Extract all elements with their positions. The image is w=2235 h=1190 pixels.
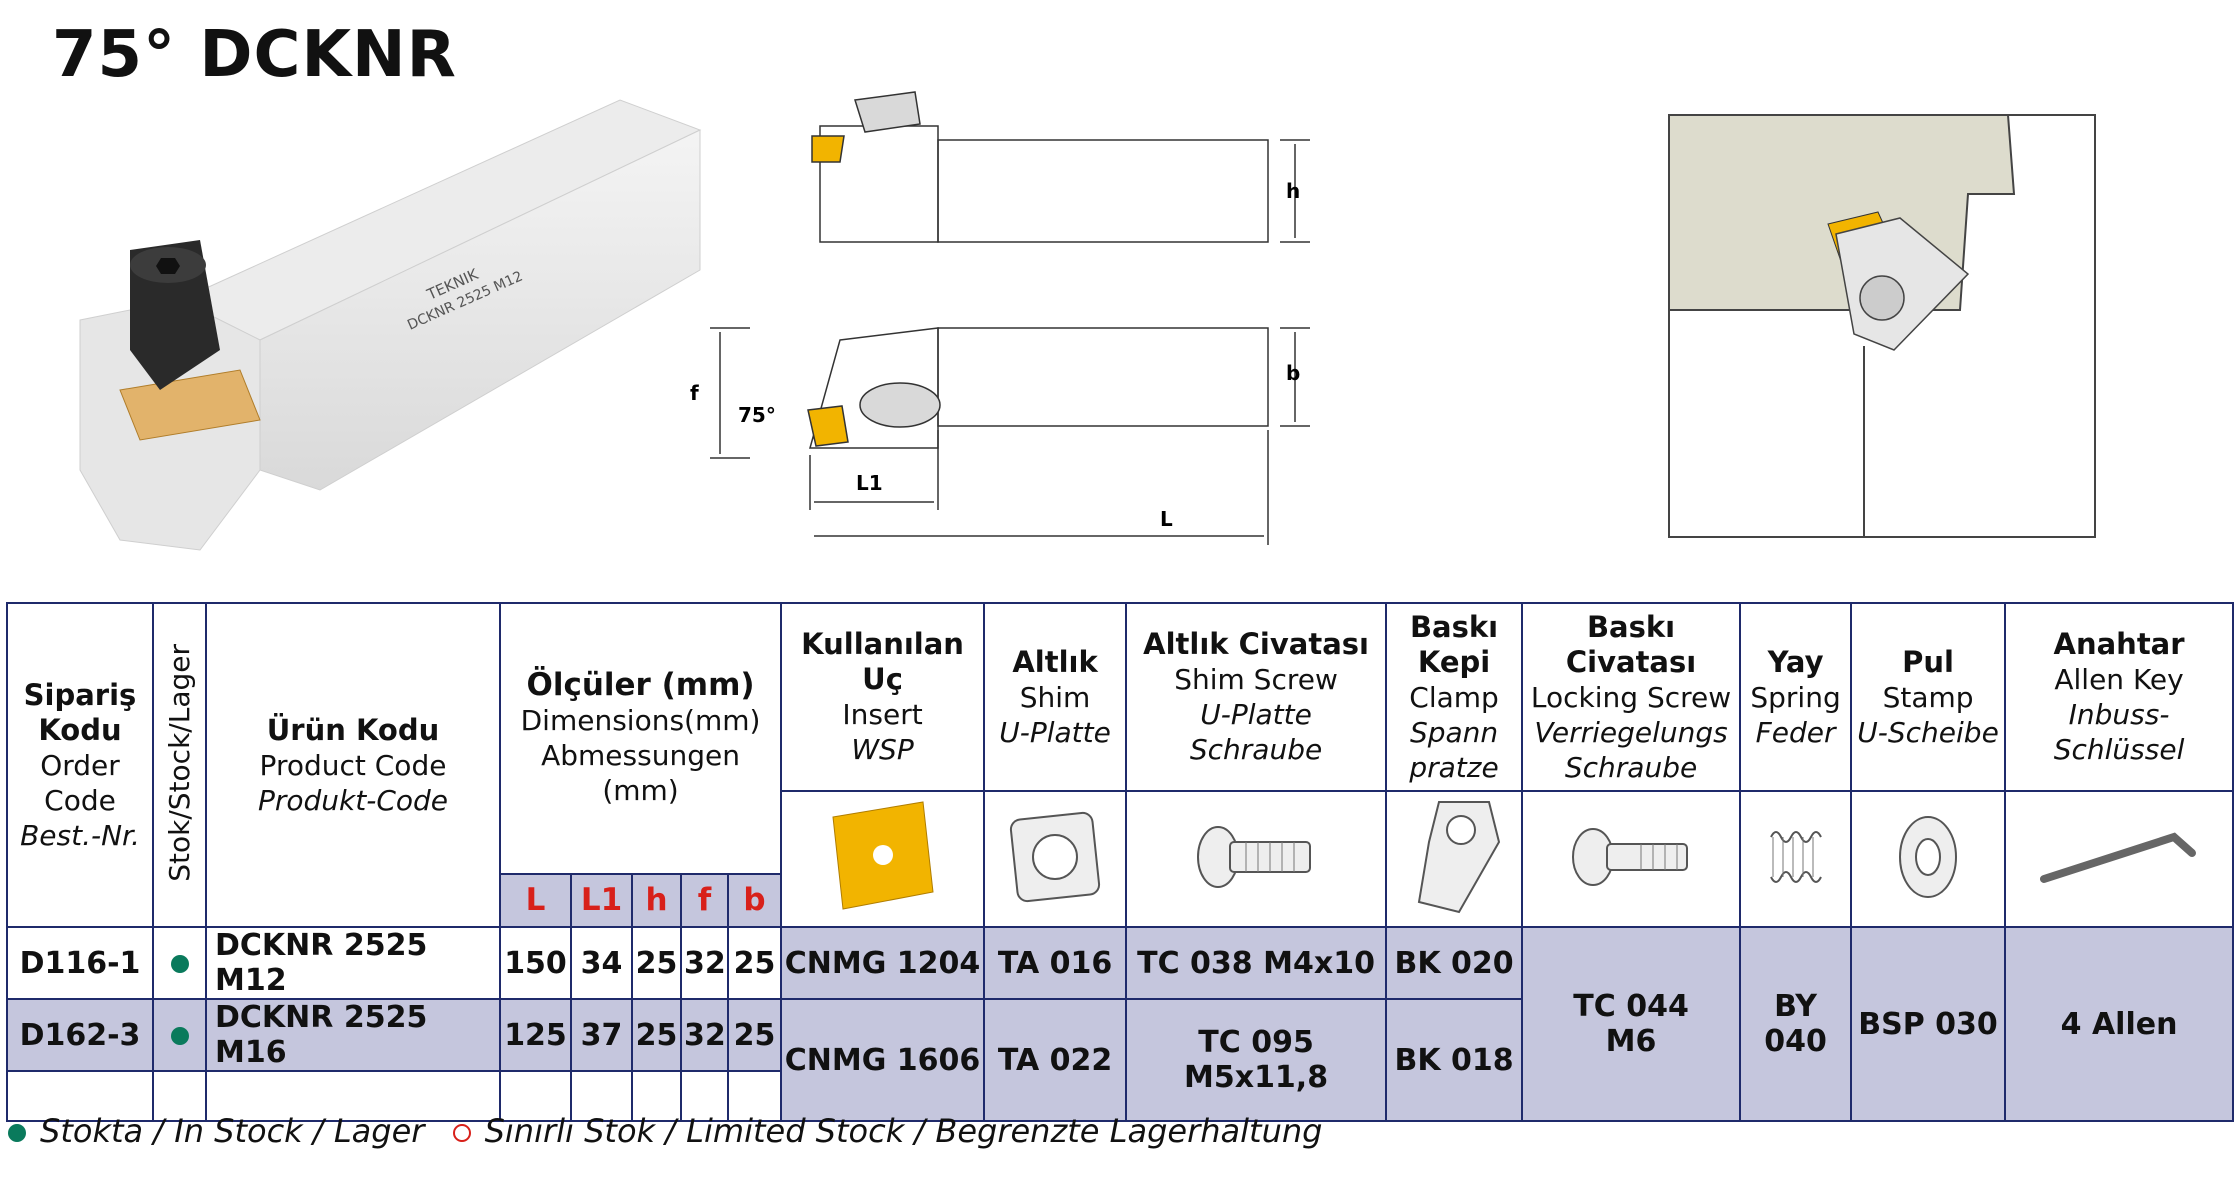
empty-cell: [205, 1070, 501, 1122]
clamp-code: BK 020: [1385, 926, 1524, 1000]
dim-f: 32: [680, 926, 729, 1000]
limited-stock-ring-icon: [452, 1124, 471, 1142]
dim-L1: 37: [570, 998, 633, 1072]
page-title: 75° DCKNR: [52, 18, 457, 92]
product-code: DCKNR 2525 M12: [205, 926, 501, 1000]
shim-image: [983, 790, 1128, 928]
shim-screw-code: TC 038 M4x10: [1125, 926, 1388, 1000]
dim-col-L: L: [499, 872, 572, 929]
dim-label-b: b: [1286, 361, 1300, 385]
application-view: [1668, 114, 2096, 538]
dim-label-L: L: [1160, 507, 1173, 531]
stock-legend: Stokta / In Stock / Lager Sınırlı Stok /…: [8, 1112, 1322, 1150]
clamp-code: BK 018: [1385, 998, 1524, 1122]
spring-image: [1739, 790, 1853, 928]
empty-cell: [726, 1070, 783, 1122]
order-code: D162-3: [6, 998, 154, 1072]
in-stock-dot-icon: [170, 1026, 189, 1045]
in-stock-dot-icon: [8, 1124, 26, 1142]
top-view: [710, 327, 1310, 545]
product-code: DCKNR 2525 M16: [205, 998, 501, 1072]
legend-in-stock: Stokta / In Stock / Lager: [40, 1112, 425, 1150]
dim-h: 25: [631, 998, 682, 1072]
table-row-empty: [6, 1070, 2233, 1122]
tool-holder-render: TEKNIK DCKNR 2525 M12: [79, 99, 702, 551]
allen-key-image: [2004, 790, 2235, 928]
dim-col-b: b: [726, 872, 783, 929]
clamp-image: [1385, 790, 1524, 928]
insert-code: CNMG 1606: [780, 998, 986, 1122]
dim-label-f: f: [690, 381, 699, 405]
shim-code: TA 016: [983, 926, 1128, 1000]
locking-screw-image: [1521, 790, 1742, 928]
dim-b: 25: [726, 998, 783, 1072]
empty-cell: [570, 1070, 633, 1122]
header-stock: Stok/Stock/Lager: [152, 602, 207, 928]
in-stock-dot-icon: [170, 954, 189, 973]
header-dimensions: Ölçüler (mm)Dimensions(mm) Abmessungen(m…: [498, 602, 783, 874]
table-row: D116-1 DCKNR 2525 M12 150 34 25 32 25 CN…: [6, 926, 2235, 1122]
shim-screw-image: [1125, 790, 1388, 928]
empty-cell: [499, 1070, 572, 1122]
allen-key-code: 4 Allen: [2004, 926, 2235, 1122]
stamp-image: [1850, 790, 2007, 928]
stock-status: [152, 926, 207, 1000]
dim-col-f: f: [680, 872, 729, 929]
legend-limited-stock: Sınırlı Stok / Limited Stock / Begrenzte…: [484, 1112, 1323, 1150]
dim-label-angle: 75°: [738, 403, 776, 427]
dim-L: 125: [499, 998, 572, 1072]
stamp-code: BSP 030: [1850, 926, 2007, 1122]
insert-code: CNMG 1204: [780, 926, 986, 1000]
shim-code: TA 022: [983, 998, 1128, 1122]
dim-label-h: h: [1286, 179, 1300, 203]
dim-L1: 34: [570, 926, 633, 1000]
dim-col-L1: L1: [570, 872, 633, 929]
insert-image: [780, 790, 986, 928]
technical-drawing: h b f 75° L1 L: [690, 91, 1310, 545]
empty-cell: [631, 1070, 682, 1122]
empty-cell: [6, 1070, 154, 1122]
side-view: [811, 91, 1310, 243]
dim-col-h: h: [631, 872, 682, 929]
dim-f: 32: [680, 998, 729, 1072]
dim-L: 150: [499, 926, 572, 1000]
dim-h: 25: [631, 926, 682, 1000]
empty-cell: [152, 1070, 207, 1122]
table-row: D162-3 DCKNR 2525 M16 125 37 25 32 25 CN…: [6, 998, 2233, 1122]
dim-b: 25: [726, 926, 783, 1000]
dim-label-L1: L1: [856, 471, 883, 495]
stock-status: [152, 998, 207, 1072]
order-code: D116-1: [6, 926, 154, 1000]
empty-cell: [680, 1070, 729, 1122]
